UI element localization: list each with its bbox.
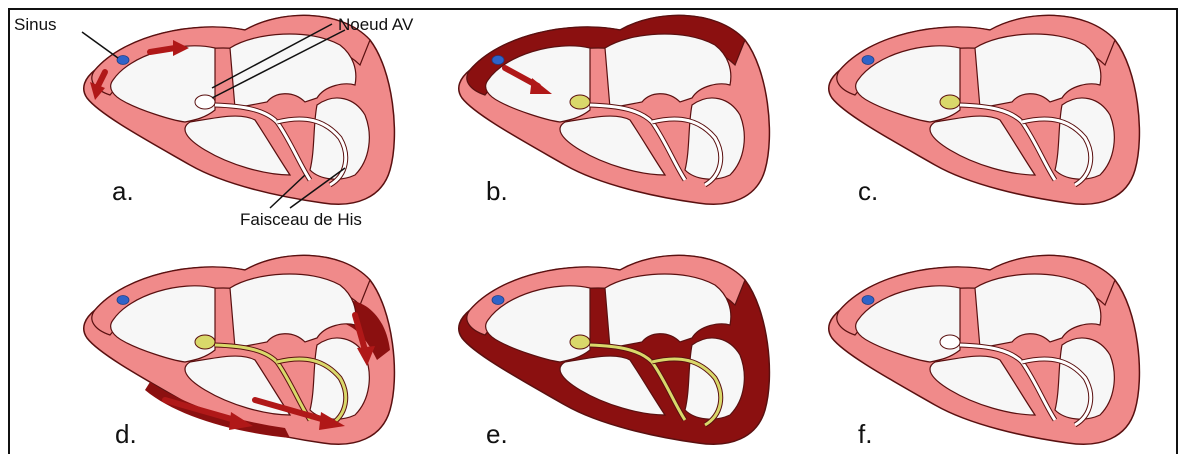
heart-panel-f [829, 255, 1140, 444]
panel-label-b: b. [486, 176, 508, 206]
sinus-node [492, 56, 504, 65]
sinus-node [492, 296, 504, 305]
panel-label-f: f. [858, 419, 872, 449]
sinus-node [117, 56, 129, 65]
heart-panel-d [84, 255, 395, 444]
panel-label-e: e. [486, 419, 508, 449]
sinus-node [117, 296, 129, 305]
faisceau-his-label: Faisceau de His [240, 210, 362, 229]
panel-label-a: a. [112, 176, 134, 206]
av-node [940, 95, 960, 109]
panel-label-c: c. [858, 176, 878, 206]
panel-label-d: d. [115, 419, 137, 449]
sinus-node [862, 56, 874, 65]
sinus-node [862, 296, 874, 305]
noeud-av-label: Noeud AV [338, 15, 414, 34]
av-node [195, 335, 215, 349]
av-node [195, 95, 215, 109]
sinus-leader-line [82, 32, 118, 58]
av-node [570, 335, 590, 349]
av-node [940, 335, 960, 349]
sinus-label: Sinus [14, 15, 57, 34]
heart-panels [84, 15, 1140, 444]
heart-panel-e [459, 255, 770, 444]
av-node [570, 95, 590, 109]
arrow-sinus-right [150, 48, 175, 52]
